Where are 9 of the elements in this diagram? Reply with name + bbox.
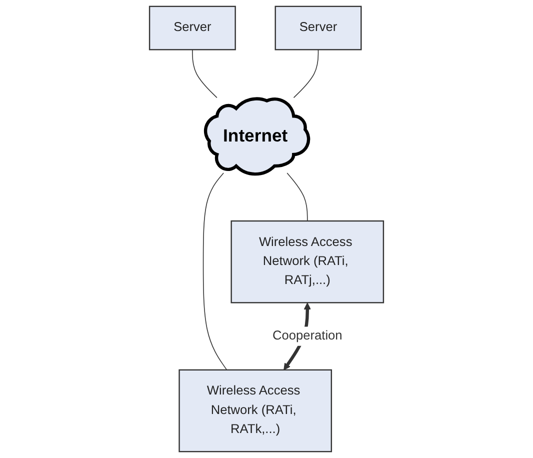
node-box: Wireless Access Network (RATi, RATj,...) bbox=[230, 220, 384, 304]
connector bbox=[286, 172, 308, 222]
node-box: Server bbox=[274, 6, 362, 50]
edge-label: Cooperation bbox=[272, 329, 342, 343]
node-box: Wireless Access Network (RATi, RATk,...) bbox=[178, 369, 332, 452]
connector bbox=[202, 172, 228, 370]
connector bbox=[192, 49, 218, 98]
connector bbox=[293, 49, 319, 98]
node-box: Server bbox=[148, 6, 236, 50]
